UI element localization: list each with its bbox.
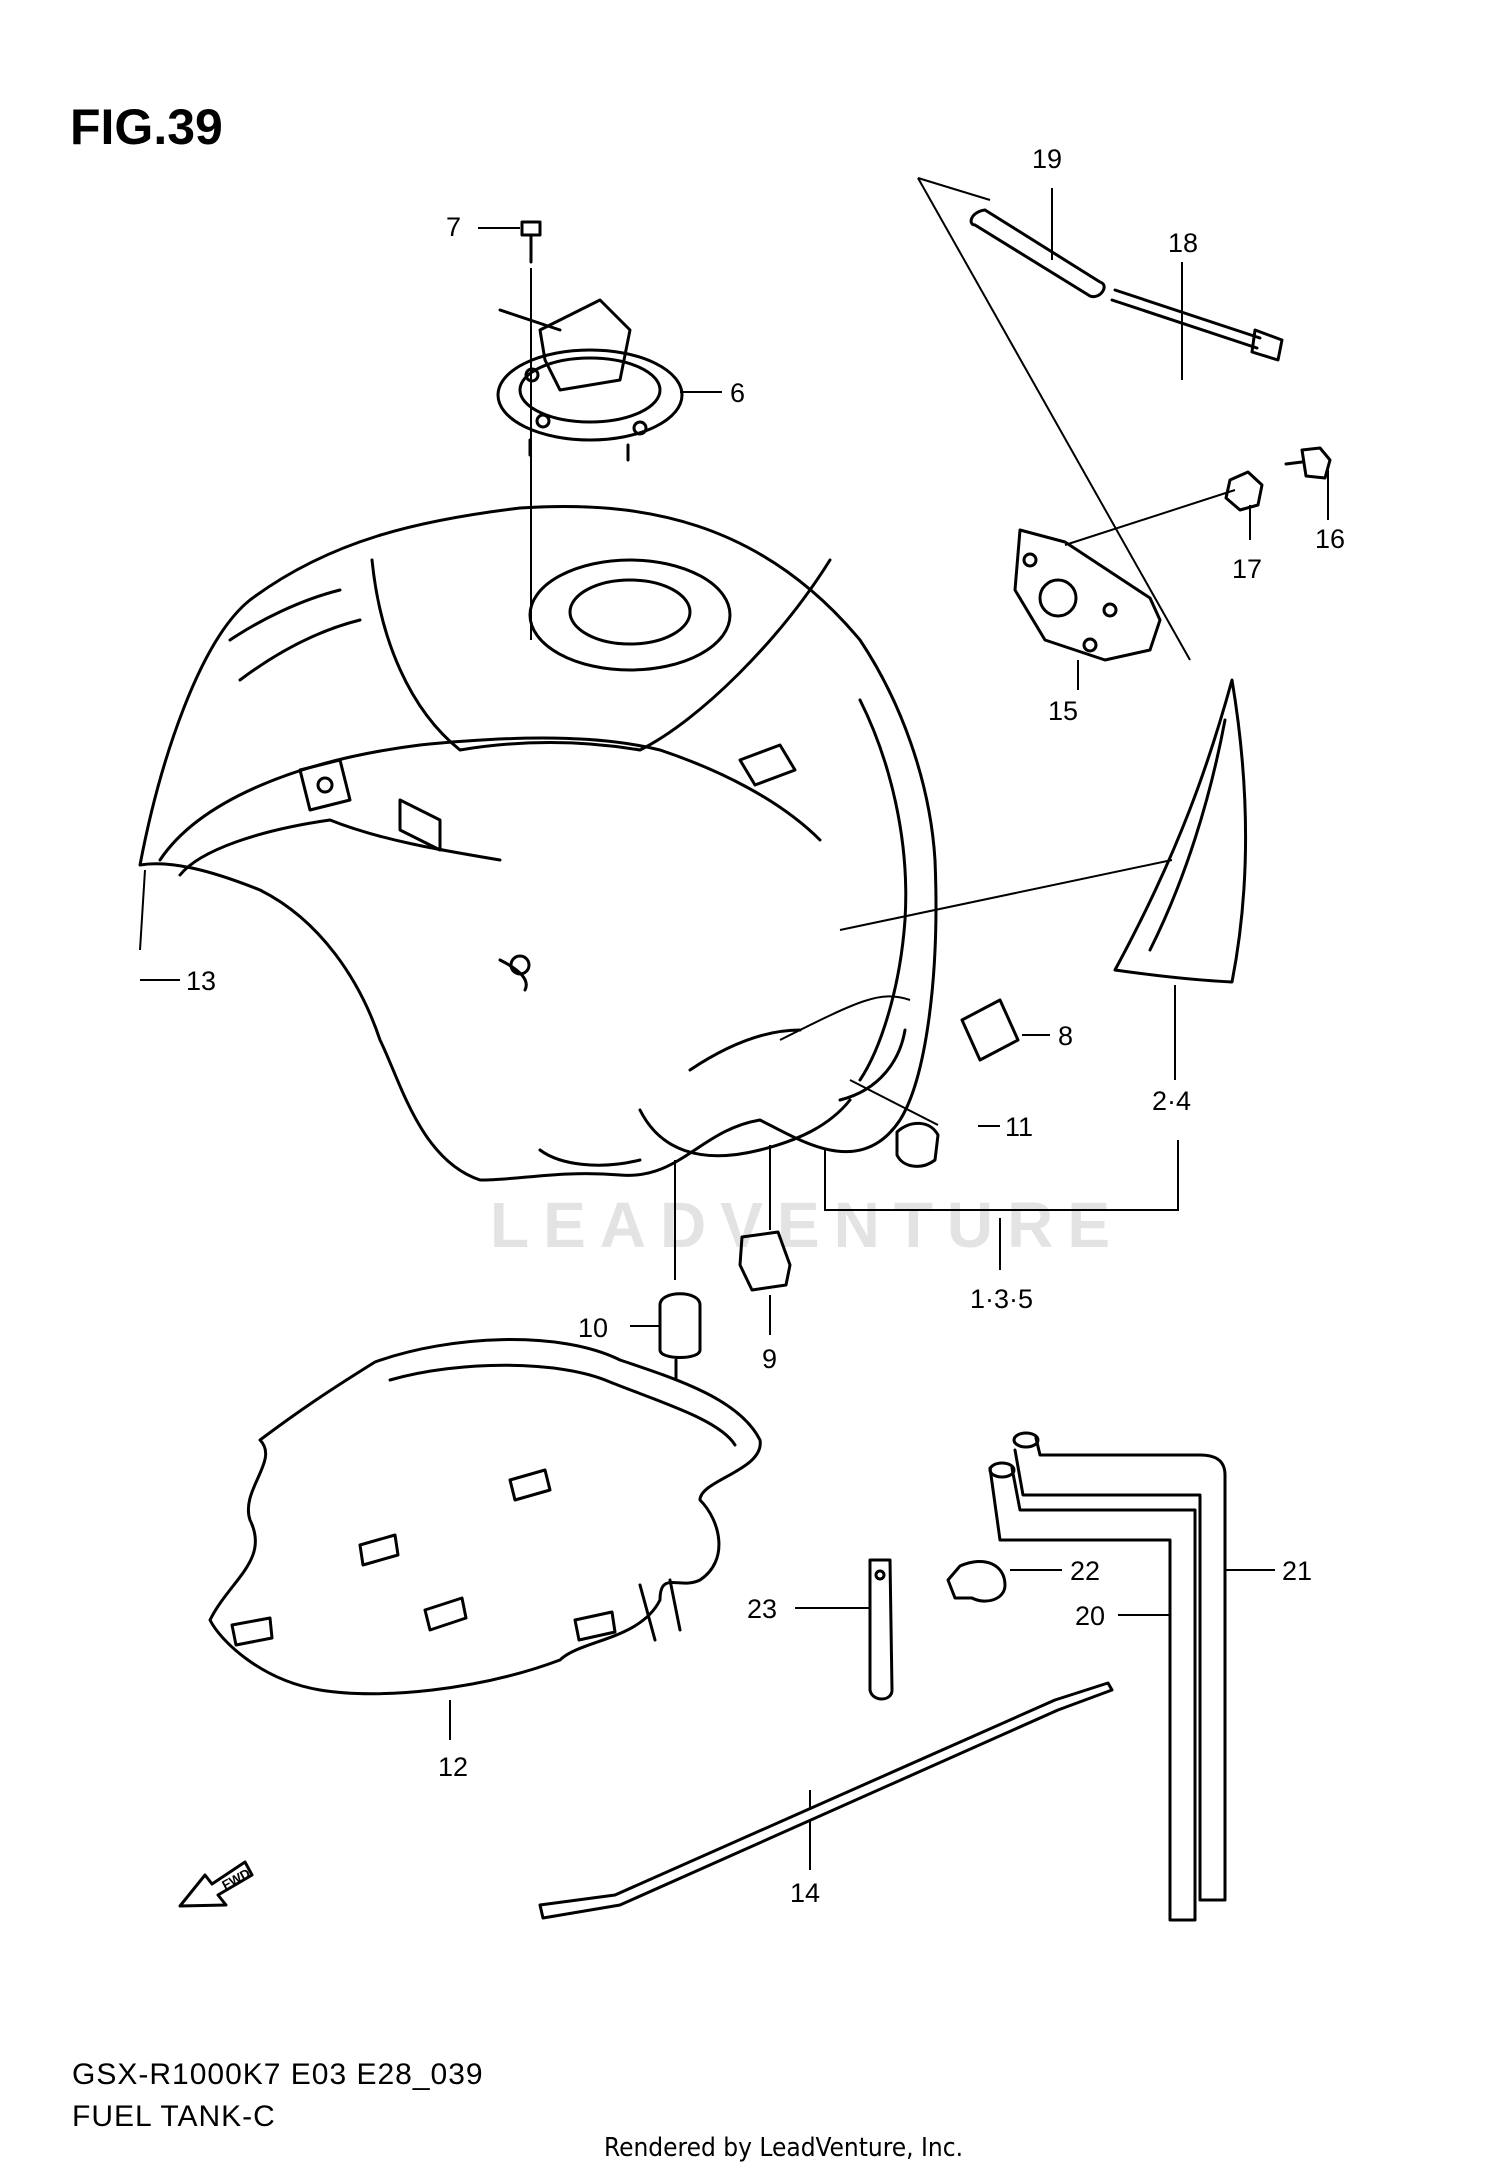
watermark-text: LEADVENTURE <box>490 1189 1125 1261</box>
callout-2-4: 2·4 <box>1152 1086 1191 1116</box>
callout-6: 6 <box>730 378 745 408</box>
callout-10: 10 <box>578 1313 608 1343</box>
fuel-cap-assembly <box>496 298 684 462</box>
cap-part-11 <box>895 1121 940 1168</box>
grille-part-8 <box>960 998 1020 1062</box>
callout-8: 8 <box>1058 1021 1073 1051</box>
hose-part-20 <box>988 1466 1197 1922</box>
callout-18: 18 <box>1168 228 1198 258</box>
section-name: FUEL TANK-C <box>72 2100 276 2133</box>
callout-16: 16 <box>1315 524 1345 554</box>
callout-9: 9 <box>762 1344 777 1374</box>
render-credit: Rendered by LeadVenture, Inc. <box>604 2133 964 2163</box>
fuel-tank-shape <box>138 505 938 1182</box>
damper-part-9 <box>738 1230 792 1292</box>
damper-part-10 <box>658 1292 702 1380</box>
callout-1-3-5: 1·3·5 <box>970 1284 1033 1314</box>
figure-title: FIG.39 <box>70 99 223 155</box>
fwd-arrow-icon <box>178 1860 254 1908</box>
side-cover-part-2-4 <box>1113 678 1247 984</box>
clamp-part-22 <box>946 1560 1007 1603</box>
callout-20: 20 <box>1075 1601 1105 1631</box>
nut-part-17 <box>1224 470 1264 512</box>
rod-part-14 <box>538 1681 1114 1920</box>
callout-22: 22 <box>1070 1556 1100 1586</box>
callout-13: 13 <box>186 966 216 996</box>
callout-21: 21 <box>1282 1556 1312 1586</box>
bracket-part-15 <box>1013 528 1162 662</box>
model-code: GSX-R1000K7 E03 E28_039 <box>72 2058 484 2091</box>
bolt-part-18 <box>1110 288 1284 362</box>
callout-17: 17 <box>1232 554 1262 584</box>
hose-part-21 <box>1013 1436 1227 1902</box>
callout-15: 15 <box>1048 696 1078 726</box>
callout-19: 19 <box>1032 144 1062 174</box>
pad-part-12 <box>208 1338 762 1696</box>
callout-12: 12 <box>438 1752 468 1782</box>
strap-part-23 <box>868 1558 894 1701</box>
callout-23: 23 <box>747 1594 777 1624</box>
bolt-part-7 <box>520 220 542 264</box>
hose-part-19 <box>969 208 1106 299</box>
bolt-part-16 <box>1284 446 1332 480</box>
callout-7: 7 <box>446 212 461 242</box>
fwd-label: FWD <box>219 1866 252 1893</box>
callout-11: 11 <box>1005 1112 1033 1142</box>
callout-14: 14 <box>790 1878 820 1908</box>
